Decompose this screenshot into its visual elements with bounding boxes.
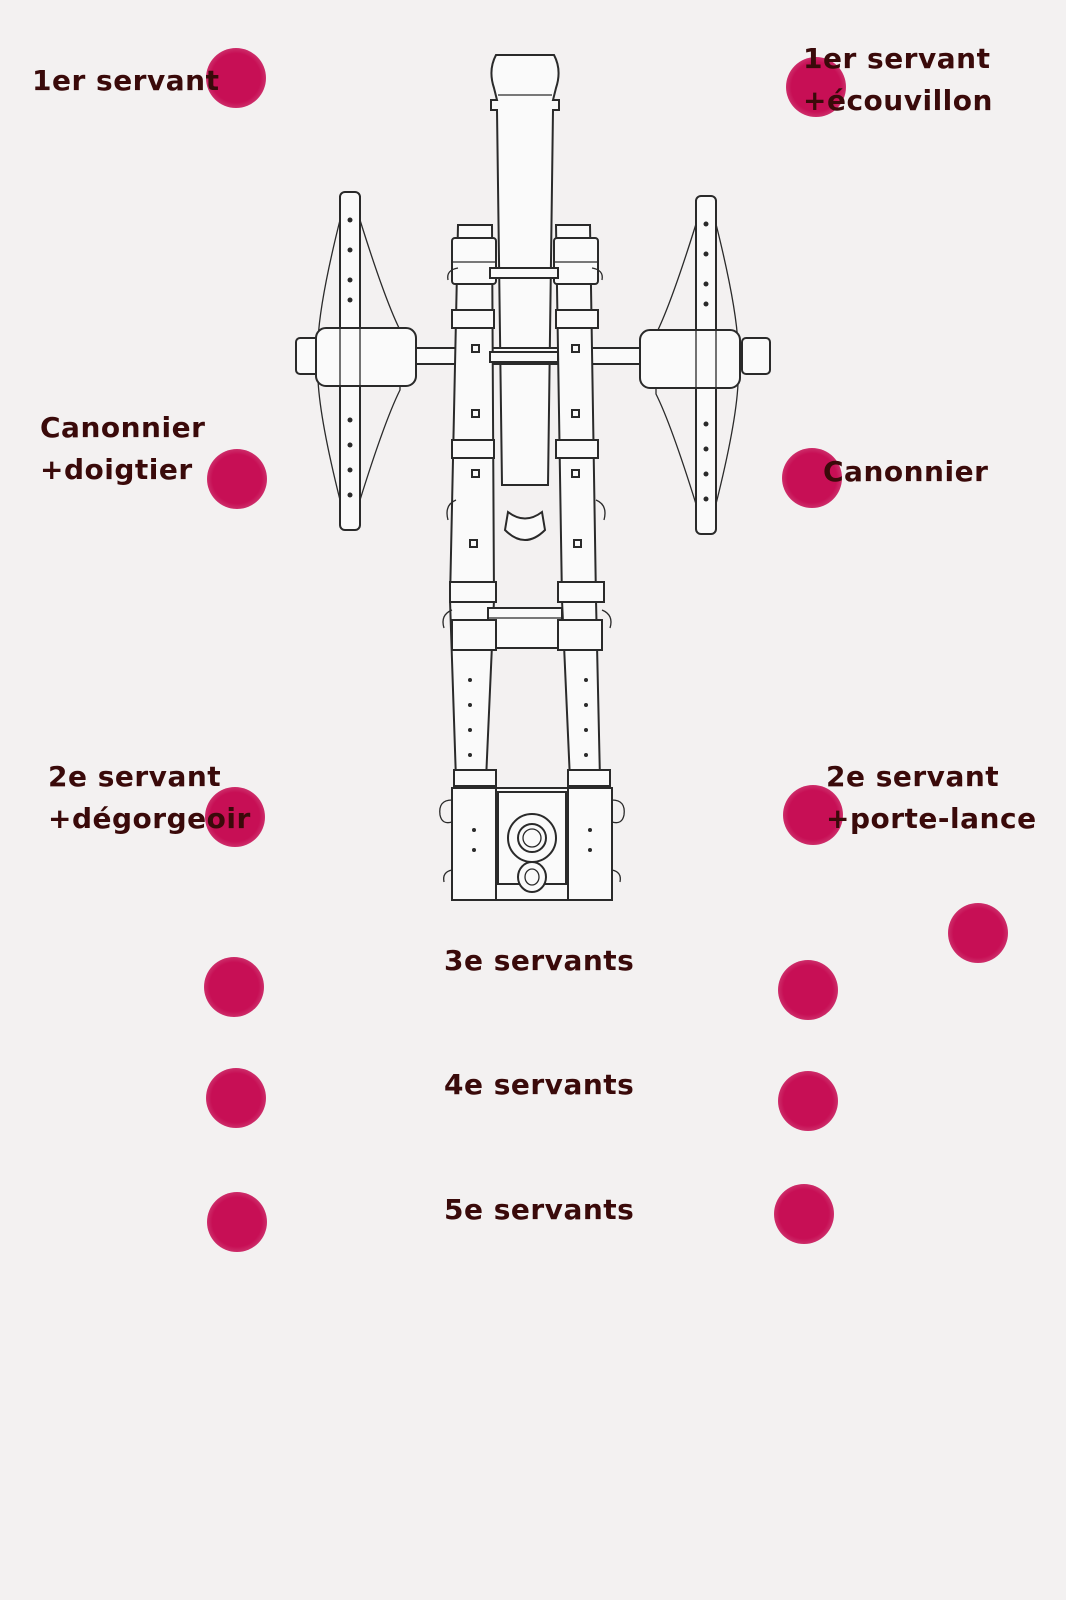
servant-position-dot [948,903,1008,963]
servant-position-dot [783,785,843,845]
label-line: +doigtier [40,453,193,486]
label-line: +dégorgeoir [48,802,251,835]
label-line: 1er servant [32,64,220,97]
servant-position-dot [778,960,838,1020]
servant-position-dot [778,1071,838,1131]
servant-position-dot [206,1068,266,1128]
servant-position-dot [207,449,267,509]
label-left-3: 2e servant +dégorgeoir [48,756,251,840]
label-line: 2e servant [48,760,222,793]
servant-position-dot [782,448,842,508]
label-center-3: 3e servants [444,940,634,982]
label-center-4: 4e servants [444,1064,634,1106]
label-right-2: Canonnier [823,451,988,493]
left-cheek [448,224,496,781]
label-right-1: 1er servant +écouvillon [803,38,993,122]
label-center-5: 5e servants [444,1189,634,1231]
trail-ring [517,861,547,893]
transom-1 [489,267,559,279]
label-left-2: Canonnier +doigtier [40,407,205,491]
label-line: 1er servant [803,42,991,75]
label-line: Canonnier [40,411,206,444]
label-left-1: 1er servant [32,60,219,102]
right-cheek [554,224,602,781]
servant-position-dot [204,957,264,1017]
label-line: 2e servant [826,760,1000,793]
servant-position-dot [207,1192,267,1252]
servant-position-dot [206,48,266,108]
transom-2 [489,351,559,363]
label-line: +porte-lance [826,802,1037,835]
label-line: 5e servants [444,1193,635,1226]
label-line: +écouvillon [803,84,993,117]
label-right-3: 2e servant +porte-lance [826,756,1037,840]
cannon-cascabel [503,510,547,541]
servant-position-dot [786,57,846,117]
servant-position-dot [774,1184,834,1244]
servant-position-dot [205,787,265,847]
transom-3 [487,607,563,649]
label-line: 4e servants [444,1068,635,1101]
label-line: Canonnier [823,455,989,488]
label-line: 3e servants [444,944,635,977]
